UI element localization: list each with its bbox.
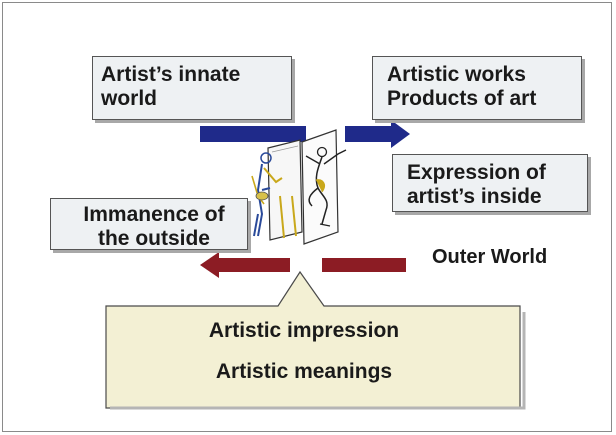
immanence-line1: Immanence of [83, 203, 225, 226]
innate-line2: world [101, 87, 157, 110]
expression-box: Expression of artist’s inside [392, 154, 588, 212]
red-left-arrow [200, 252, 290, 278]
artistic-impression-text: Artistic impression [208, 319, 400, 342]
expression-line1: Expression of [407, 161, 546, 184]
blue-right-arrow [345, 120, 410, 148]
artistic-meanings-text: Artistic meanings [215, 360, 393, 383]
immanence-line2: the outside [97, 227, 210, 250]
immanence-box: Immanence of the outside [50, 198, 248, 250]
works-line1: Artistic works [387, 63, 526, 86]
artist-innate-world-box: Artist’s innate world [92, 56, 292, 120]
innate-line1: Artist’s innate [101, 63, 241, 86]
blue-bar-arrow [200, 126, 306, 142]
artistic-works-box: Artistic works Products of art [372, 56, 582, 120]
outer-world-label: Outer World [432, 246, 548, 268]
works-line2: Products of art [387, 87, 537, 110]
painter-canvas-icon [251, 139, 303, 241]
dancer-canvas-icon [301, 129, 347, 245]
red-bar-arrow [322, 258, 406, 272]
expression-line2: artist’s inside [407, 185, 542, 208]
